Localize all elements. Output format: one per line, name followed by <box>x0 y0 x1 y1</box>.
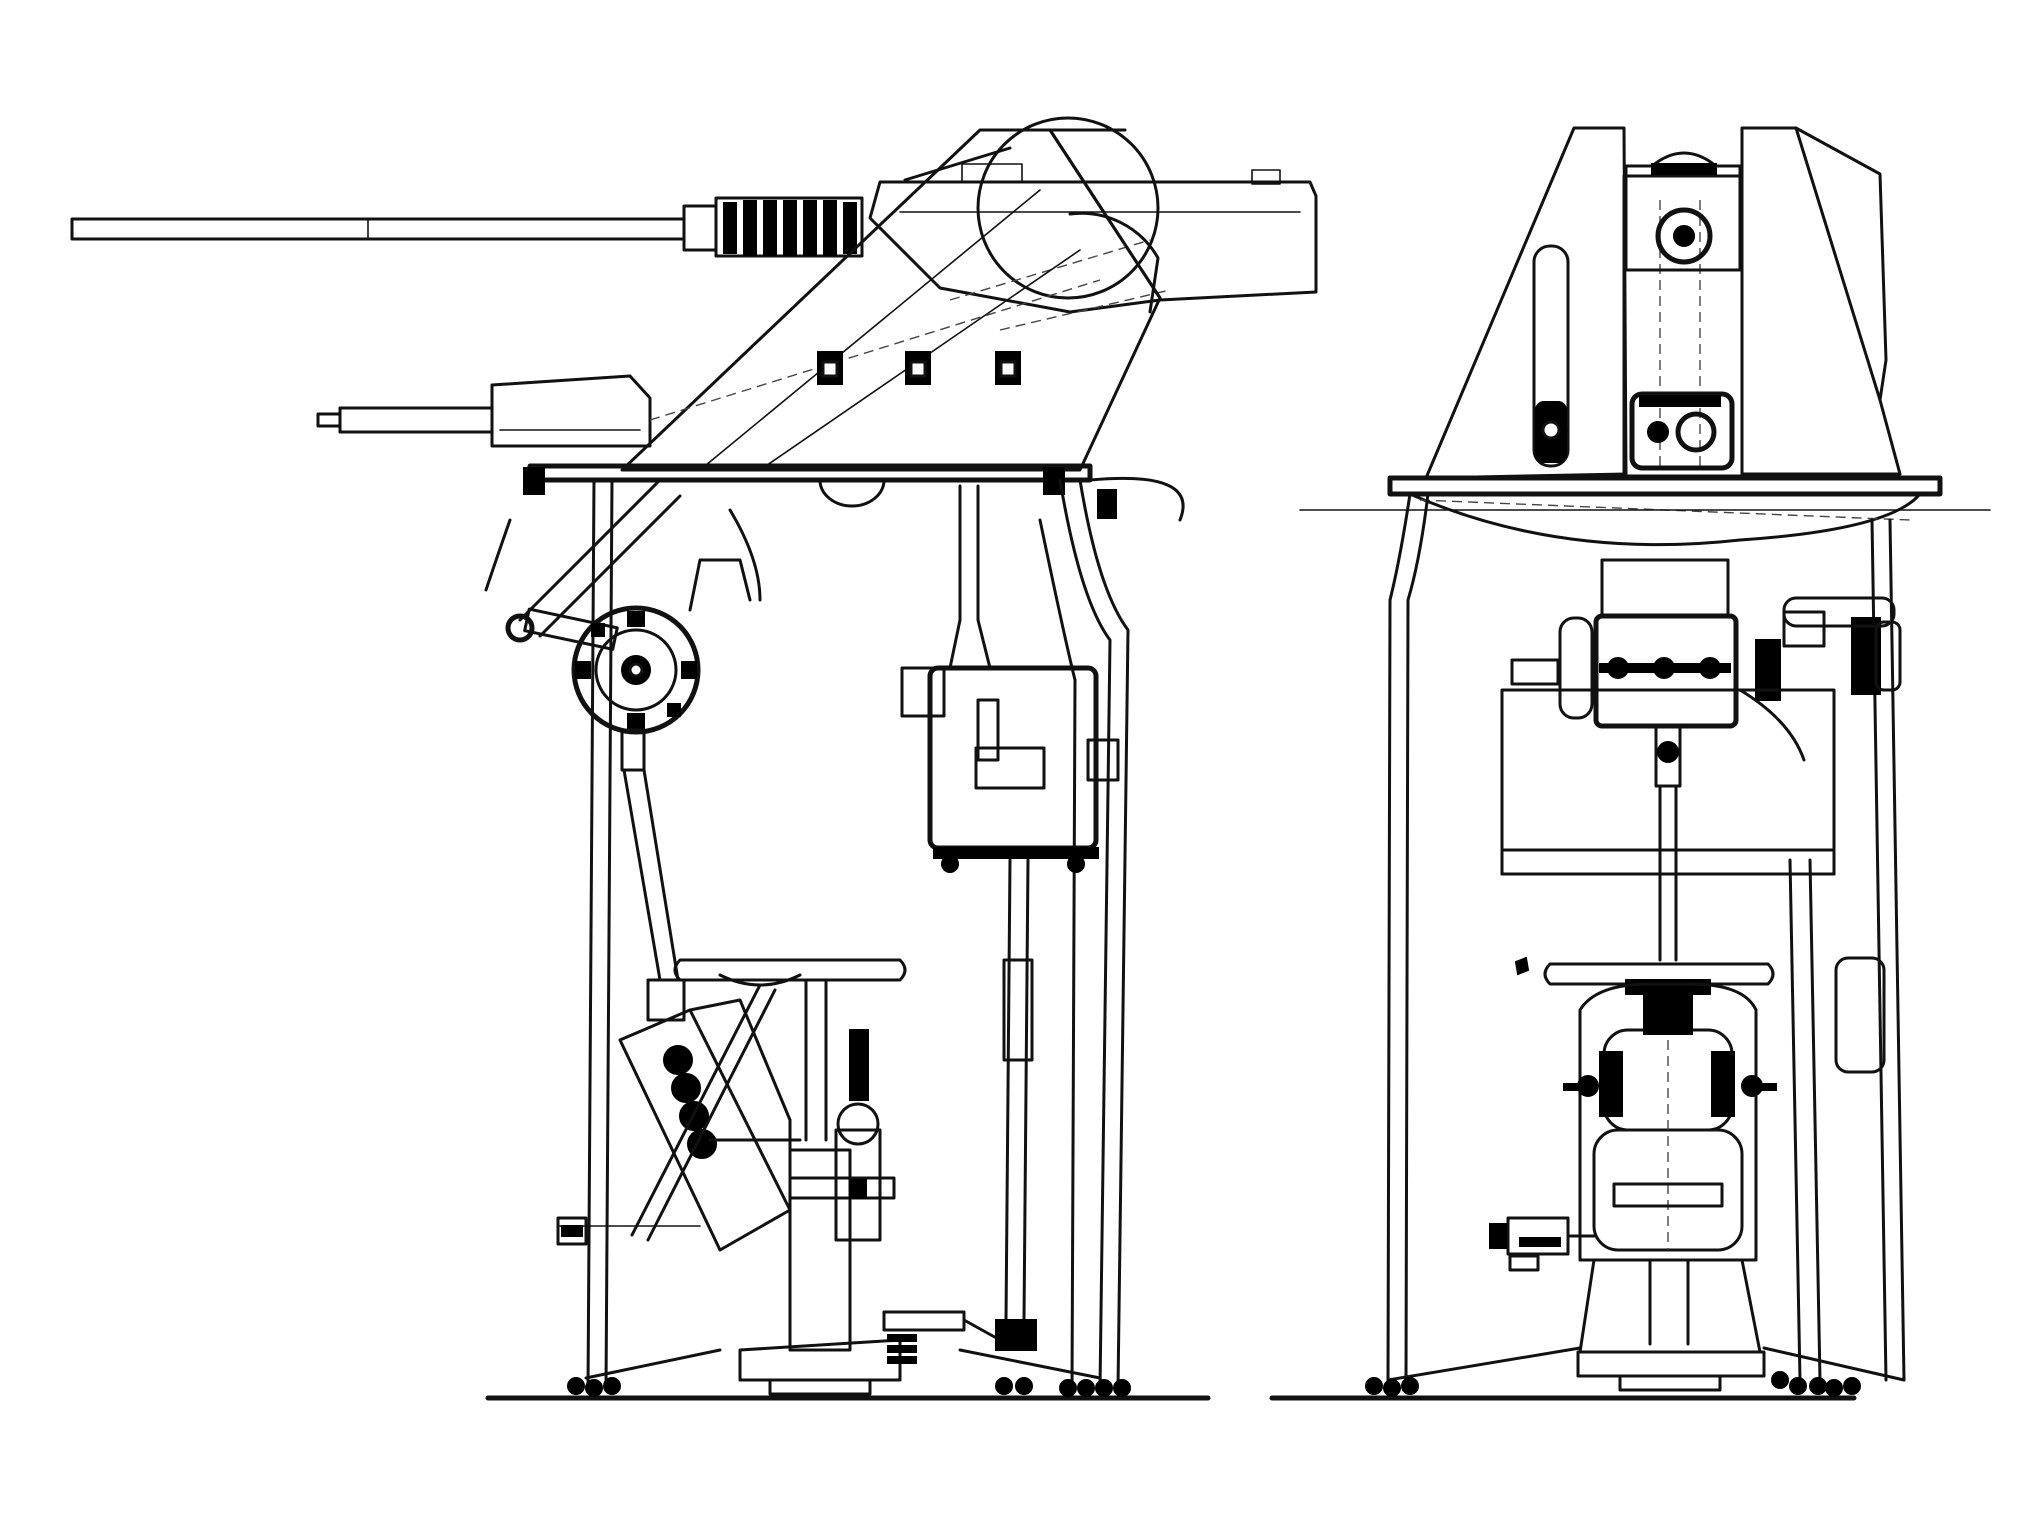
front-breech-block <box>1629 391 1735 471</box>
front-lower-assembly <box>1563 982 1777 1262</box>
side-lower-pedestal <box>738 1029 902 1396</box>
side-ammunition-box <box>900 484 1120 873</box>
front-pedestal-legs <box>1386 492 1906 1382</box>
front-side-cylinder <box>1532 244 1570 468</box>
cradle-clamps <box>817 351 1021 385</box>
front-frame <box>1500 688 1836 876</box>
front-side-handles <box>1782 596 1902 1074</box>
seat-bracket <box>630 983 802 1242</box>
side-foot-pads <box>567 1377 1131 1397</box>
side-base-tripod <box>559 1225 1102 1380</box>
front-turret-shell <box>1424 126 1902 480</box>
lower-gun-barrel <box>316 374 652 448</box>
front-sight <box>1624 151 1742 272</box>
front-valve-group <box>1489 1216 1596 1272</box>
front-foot-pads <box>1365 1371 1861 1397</box>
foot-pedal-spring <box>882 1310 1002 1364</box>
front-view <box>1269 126 1991 1401</box>
front-seat <box>1514 956 1775 995</box>
front-base <box>1386 1258 1906 1392</box>
side-small-bracket <box>556 1216 588 1246</box>
elevation-handwheel <box>571 508 762 735</box>
side-drive-shaft <box>620 728 686 1022</box>
gun-receiver-housing <box>868 116 1318 331</box>
side-mounting-plate <box>523 463 1185 522</box>
front-drive-shaft <box>1654 724 1682 962</box>
recoil-spring <box>723 200 857 256</box>
front-traverse-gearbox <box>1510 558 1881 729</box>
elevation-crank <box>505 478 682 651</box>
gun-cradle <box>620 128 1162 472</box>
side-feed-rod <box>995 858 1037 1351</box>
side-view <box>70 116 1318 1401</box>
side-pedestal-legs <box>484 478 1130 1390</box>
front-mounting-plate <box>1299 475 1991 547</box>
